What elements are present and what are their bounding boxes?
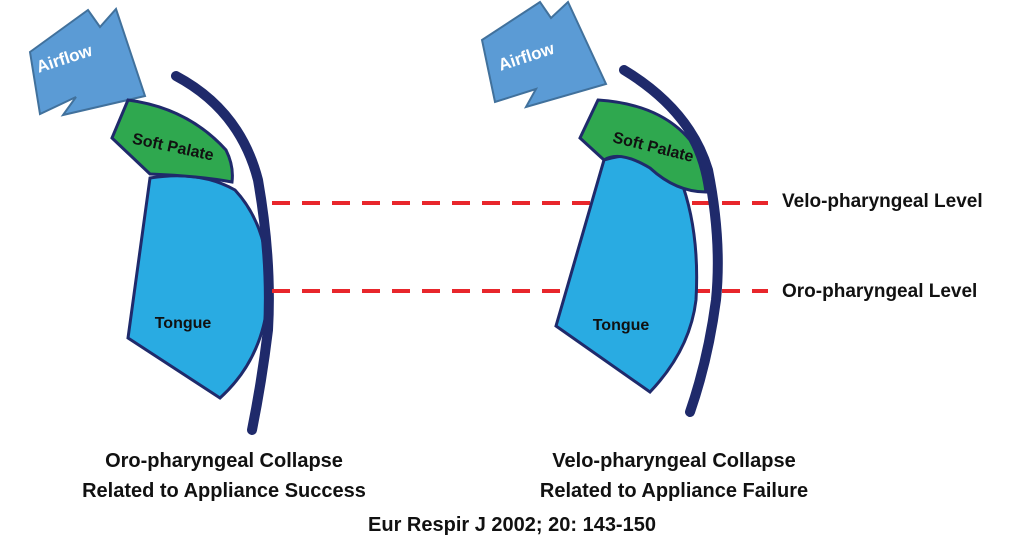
right-panel: Airflow Tongue Soft Palate <box>480 0 723 417</box>
right-tongue-label: Tongue <box>593 317 650 334</box>
right-soft-palate <box>578 98 708 194</box>
left-panel: Airflow Tongue Soft Palate <box>28 7 274 435</box>
right-pharyngeal-wall <box>619 65 723 417</box>
right-airflow-arrow <box>480 0 608 109</box>
left-tongue-label: Tongue <box>155 315 212 332</box>
right-caption-line2: Related to Appliance Failure <box>539 480 809 502</box>
left-airflow-arrow <box>28 7 147 117</box>
oro-pharyngeal-level-label: Oro-pharyngeal Level <box>782 281 978 302</box>
left-soft-palate <box>110 98 234 184</box>
right-caption-line1: Velo-pharyngeal Collapse <box>552 450 796 472</box>
level-lines <box>272 201 768 293</box>
velo-pharyngeal-level-label: Velo-pharyngeal Level <box>782 191 983 212</box>
citation: Eur Respir J 2002; 20: 143-150 <box>368 514 656 536</box>
left-caption: Oro-pharyngeal Collapse Related to Appli… <box>44 446 404 506</box>
left-tongue <box>126 174 270 400</box>
right-caption: Velo-pharyngeal Collapse Related to Appl… <box>494 446 854 506</box>
left-caption-line1: Oro-pharyngeal Collapse <box>105 450 343 472</box>
left-pharyngeal-wall <box>171 71 274 435</box>
right-tongue <box>554 154 699 394</box>
left-caption-line2: Related to Appliance Success <box>82 480 366 502</box>
